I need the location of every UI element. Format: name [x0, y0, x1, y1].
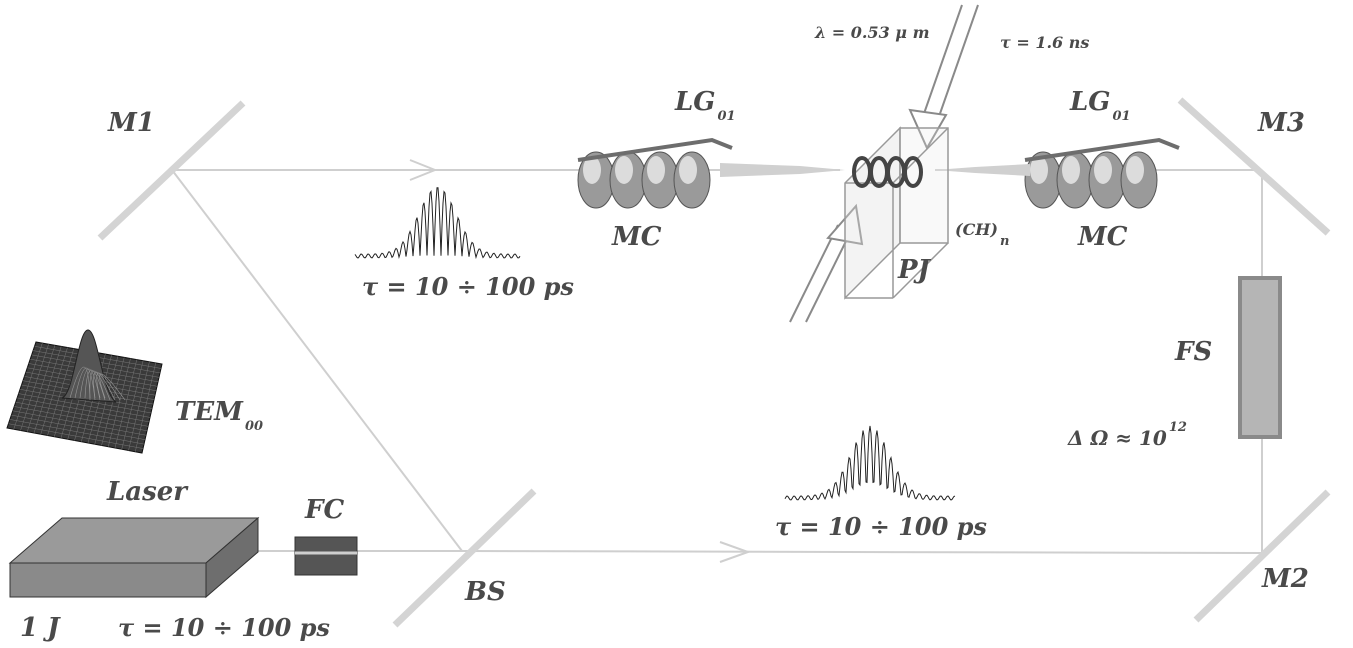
mirror-m2: [1193, 489, 1331, 623]
tem00-peak: [61, 329, 117, 403]
helix-highlight: [615, 156, 633, 184]
pulse-waveform-bottom: [784, 425, 956, 501]
beam-arrow-left-into-pj: [720, 163, 845, 177]
helix-highlight: [1094, 156, 1112, 184]
mesh-line: [9, 419, 145, 445]
mesh-line: [121, 360, 144, 450]
peak-mesh-line: [74, 367, 96, 401]
helix-ribbon: [1024, 137, 1180, 162]
helix-highlight: [1062, 156, 1080, 184]
mesh-line: [128, 361, 150, 451]
pj-back-face: [899, 127, 949, 244]
mode-converter-right: [1024, 137, 1180, 209]
pj-helix-turn: [903, 156, 923, 188]
mirror-m1: [97, 100, 246, 241]
helix-highlight: [1030, 156, 1048, 184]
beam-bs-to-m1: [171, 169, 463, 552]
label-pj: PJ: [897, 255, 932, 285]
pump-bottom-line1: [789, 224, 839, 323]
label-m3: M3: [1257, 108, 1305, 138]
fc-block: [294, 536, 358, 576]
label-tau-bottom: τ = 10 ÷ 100 ps: [775, 512, 987, 541]
peak-mesh-line: [79, 368, 101, 401]
laser-front-face: [9, 562, 207, 598]
mesh-line: [15, 401, 149, 427]
laser-side-face: [205, 516, 259, 599]
peak-mesh-line: [93, 371, 116, 401]
label-mc-right: MC: [1077, 222, 1128, 252]
helix-highlight: [1126, 156, 1144, 184]
helix-ribbon: [577, 137, 733, 162]
beam-bs-to-m2: [461, 550, 1263, 554]
mesh-line: [8, 423, 144, 449]
beam-arrow-bottom: [719, 541, 751, 563]
label-m1: M1: [107, 108, 155, 138]
pj-cell: [844, 126, 949, 300]
mesh-line: [135, 362, 156, 452]
label-laser: Laser: [106, 477, 189, 507]
label-lambda: λ = 0.53 μ m: [814, 23, 930, 42]
mesh-line: [14, 406, 148, 431]
peak-mesh-line: [99, 373, 126, 401]
pj-edge-5: [892, 242, 949, 299]
label-mc-left: MC: [611, 222, 662, 252]
mesh-line: [17, 397, 150, 423]
label-energy: 1 J: [20, 613, 61, 643]
helix-highlight: [647, 156, 665, 184]
beam-arrow-right-into-pj: [935, 164, 1030, 176]
pj-helix: [852, 156, 923, 188]
label-tau-laser: τ = 10 ÷ 100 ps: [118, 613, 330, 642]
pump-top-line2: [935, 4, 979, 126]
pump-top-line1: [919, 4, 963, 126]
peak-mesh-line: [69, 366, 91, 401]
label-m2: M2: [1261, 564, 1309, 594]
mirrors: [97, 97, 1331, 628]
label-fc: FC: [304, 495, 344, 525]
mirror-m3: [1177, 97, 1331, 236]
peak-mesh-line: [89, 370, 111, 401]
mesh-line: [114, 359, 138, 449]
helix-highlight: [583, 156, 601, 184]
label-tau-pump: τ = 1.6 ns: [1000, 33, 1089, 52]
mirror-bs: [392, 488, 537, 628]
mode-converter-left: [577, 137, 733, 209]
peak-mesh-line: [84, 369, 106, 401]
label-ch: (CH)n: [955, 220, 1009, 249]
tem00-beam-profile: [6, 329, 163, 454]
helix-highlight: [679, 156, 697, 184]
mesh-line: [108, 358, 131, 447]
peak-mesh-line: [96, 372, 121, 401]
label-bs: BS: [464, 577, 506, 607]
label-tau-top: τ = 10 ÷ 100 ps: [362, 272, 574, 301]
pj-front-face: [844, 126, 901, 300]
mesh-line: [12, 410, 147, 436]
beam-arrow-top: [409, 159, 438, 181]
mesh-line: [20, 389, 152, 414]
pulse-waveform-top: [354, 187, 521, 260]
fs-filter: [1238, 276, 1282, 439]
laser-source: [8, 516, 260, 599]
mesh-line: [18, 393, 151, 418]
pump-top-head: [908, 108, 948, 151]
pump-arrows: [789, 4, 979, 323]
mesh-line: [11, 414, 146, 440]
label-fs: FS: [1174, 337, 1212, 367]
